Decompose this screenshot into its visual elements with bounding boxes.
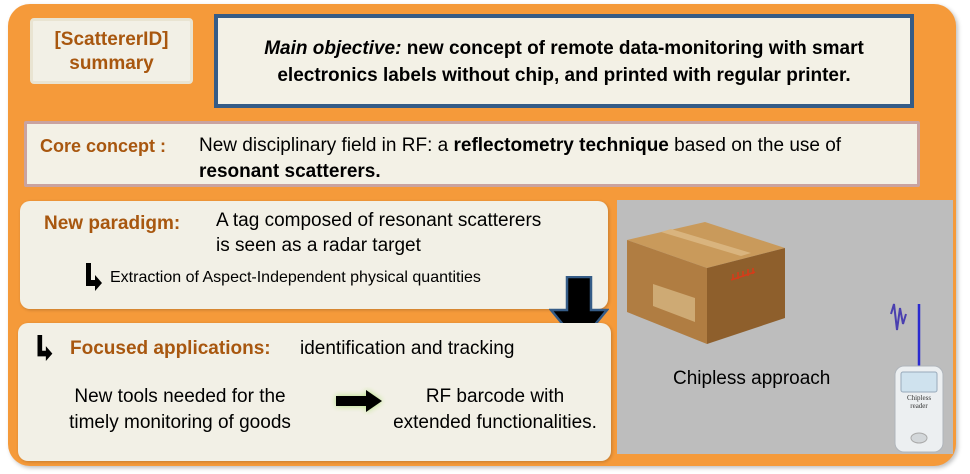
radio-wave-icon: [890, 303, 907, 331]
summary-title-line1: [ScattererID]: [54, 29, 169, 50]
chipless-reader-image: Chipless reader: [890, 303, 944, 453]
summary-title-line2: summary: [69, 53, 154, 74]
chipless-approach-caption: Chipless approach: [673, 368, 831, 389]
summary-title-box: [ScattererID] summary: [30, 18, 193, 84]
chipless-illustration-panel: Chipless approach Chipless reader: [617, 200, 953, 454]
core-concept-label: Core concept :: [40, 136, 167, 156]
barcode-line1: RF barcode with: [425, 386, 565, 407]
right-arrow-icon: [336, 390, 382, 412]
focused-applications-box: Focused applications: identification and…: [18, 323, 611, 461]
new-paradigm-text: A tag composed of resonant scatterers is…: [216, 208, 606, 258]
rf-barcode-text: RF barcode with extended functionalities…: [380, 384, 610, 436]
new-tools-text: New tools needed for the timely monitori…: [50, 384, 310, 436]
reader-label-line1: Chipless: [907, 394, 931, 402]
tools-line1: New tools needed for the: [74, 386, 286, 407]
objective-label: Main objective:: [264, 38, 402, 59]
objective-text-line2: electronics labels without chip, and pri…: [277, 65, 851, 86]
chipless-tag-icon: [730, 268, 756, 281]
core-concept-box: Core concept : New disciplinary field in…: [24, 121, 920, 187]
paradigm-text-line2: is seen as a radar target: [216, 235, 421, 256]
focused-applications-text: identification and tracking: [300, 338, 515, 359]
bent-arrow-icon: [37, 335, 53, 361]
new-paradigm-label: New paradigm:: [44, 213, 181, 234]
focused-applications-label: Focused applications:: [70, 338, 271, 359]
tools-line2: timely monitoring of goods: [69, 412, 291, 433]
paradigm-text-line1: A tag composed of resonant scatterers: [216, 210, 542, 231]
barcode-line2: extended functionalities.: [393, 412, 597, 433]
core-bold-resonant: resonant scatterers.: [199, 161, 381, 182]
bent-arrow-icon: [86, 263, 102, 291]
objective-text-line1: new concept of remote data-monitoring wi…: [401, 38, 864, 59]
extraction-text: Extraction of Aspect-Independent physica…: [110, 269, 481, 286]
core-text-part1: New disciplinary field in RF: a: [199, 135, 454, 156]
new-paradigm-box: New paradigm: A tag composed of resonant…: [20, 201, 608, 309]
core-bold-reflectometry: reflectometry technique: [453, 135, 669, 156]
reader-label-line2: reader: [910, 402, 928, 410]
main-objective-box: Main objective: new concept of remote da…: [214, 14, 914, 108]
cardboard-box-image: [627, 222, 785, 344]
core-text-part2: based on the use of: [668, 135, 842, 156]
core-concept-text: New disciplinary field in RF: a reflecto…: [199, 133, 899, 185]
